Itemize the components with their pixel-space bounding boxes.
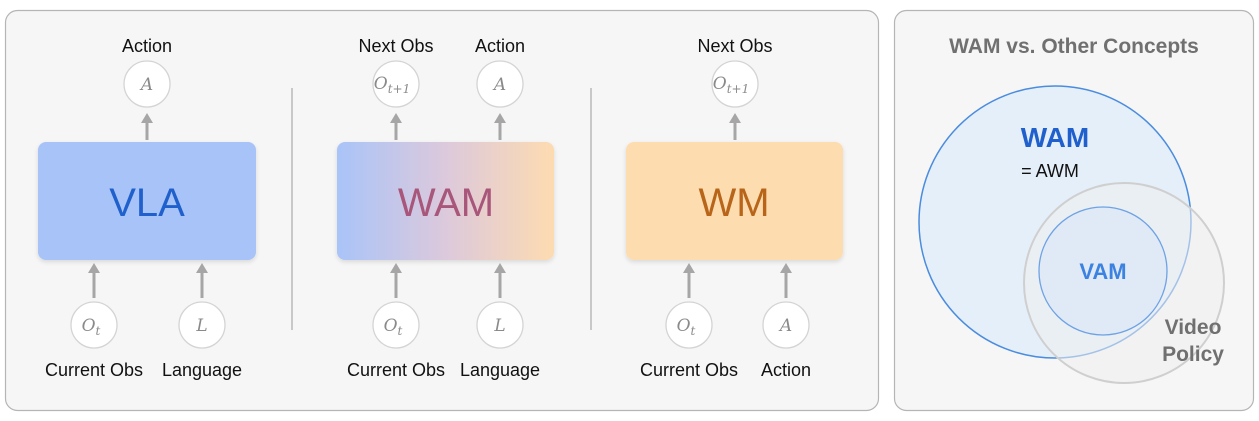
wam-box <box>337 142 554 260</box>
vla-output-symbol: A <box>139 75 153 95</box>
wm-input-node-obs <box>665 301 713 349</box>
wm-input-label-action: Action <box>761 360 811 380</box>
vla-input-symbol-obs: Ot <box>82 316 101 338</box>
vla-input-label-language: Language <box>162 360 242 380</box>
video-policy-label-line2: Policy <box>1162 343 1224 366</box>
wam-circle-alias: = AWM <box>1021 161 1079 181</box>
wm-title: WM <box>698 181 769 225</box>
wm-input-label-obs: Current Obs <box>640 360 738 380</box>
vla-box <box>38 142 256 260</box>
wam-input-symbol-obs: Ot <box>384 316 403 338</box>
vla-group: Action A VLA Ot L Current Obs Language <box>38 36 256 380</box>
vam-circle-label: VAM <box>1079 259 1126 284</box>
wm-output-symbol: Ot+1 <box>713 74 749 96</box>
wam-input-symbol-language: L <box>493 316 505 336</box>
vla-input-label-obs: Current Obs <box>45 360 143 380</box>
vla-output-arrow <box>141 113 153 140</box>
wam-output-symbol-nextobs: Ot+1 <box>374 74 410 96</box>
wm-input-symbol-action: A <box>778 316 792 336</box>
video-policy-label-line1: Video <box>1165 316 1222 339</box>
wm-output-node <box>711 60 759 108</box>
wam-input-arrow-1 <box>390 263 402 298</box>
vla-input-arrow-2 <box>196 263 208 298</box>
wam-output-arrow-2 <box>494 113 506 140</box>
wam-output-label-action: Action <box>475 36 525 56</box>
vla-input-node-language <box>178 301 226 349</box>
wam-input-label-language: Language <box>460 360 540 380</box>
wam-output-label-nextobs: Next Obs <box>358 36 433 56</box>
wam-input-arrow-2 <box>494 263 506 298</box>
wm-input-symbol-obs: Ot <box>677 316 696 338</box>
wam-output-node-action <box>476 60 524 108</box>
wam-output-symbol-action: A <box>492 75 506 95</box>
wam-circle-label: WAM <box>1021 122 1089 153</box>
vla-title: VLA <box>109 181 185 225</box>
vla-output-label: Action <box>122 36 172 56</box>
comparison-title: WAM vs. Other Concepts <box>949 35 1199 58</box>
wm-input-arrow-2 <box>780 263 792 298</box>
wm-box <box>626 142 843 260</box>
wm-output-arrow <box>729 113 741 140</box>
comparison-group: WAM vs. Other Concepts WAM = AWM VAM Vid… <box>918 35 1225 384</box>
wm-input-node-action <box>762 301 810 349</box>
wam-output-node-nextobs <box>372 60 420 108</box>
wam-input-node-language <box>476 301 524 349</box>
vla-input-symbol-language: L <box>195 316 207 336</box>
wam-group: Next Obs Action Ot+1 A WAM Ot L Current … <box>337 36 554 380</box>
wm-input-arrow-1 <box>683 263 695 298</box>
vla-input-arrow-1 <box>88 263 100 298</box>
wm-group: Next Obs Ot+1 WM Ot A Current Obs Action <box>626 36 843 380</box>
wam-title: WAM <box>398 181 494 225</box>
vla-input-node-obs <box>70 301 118 349</box>
wam-output-arrow-1 <box>390 113 402 140</box>
wm-output-label: Next Obs <box>697 36 772 56</box>
wam-input-node-obs <box>372 301 420 349</box>
vam-circle <box>1038 206 1168 336</box>
wam-input-label-obs: Current Obs <box>347 360 445 380</box>
vla-output-node <box>123 60 171 108</box>
